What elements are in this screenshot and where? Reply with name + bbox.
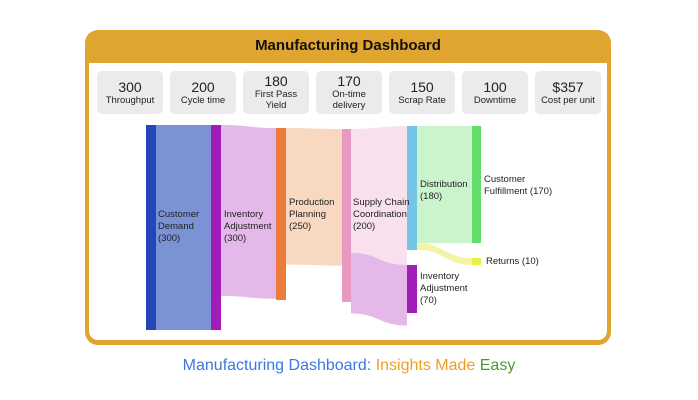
- node-label-line: Adjustment: [420, 283, 468, 294]
- caption-part-1: Manufacturing Dashboard:: [182, 357, 372, 374]
- kpi-label: On-time delivery: [332, 89, 366, 111]
- node-cd: [146, 125, 156, 330]
- node-label-line: Coordination: [353, 209, 407, 220]
- kpi-label: Downtime: [473, 94, 517, 106]
- caption: Manufacturing Dashboard: Insights Made E…: [0, 357, 698, 375]
- node-label-line: Supply Chain: [353, 197, 410, 208]
- node-label-line: (300): [158, 233, 181, 244]
- node-label-line: (250): [289, 221, 312, 232]
- node-label-line: Demand: [158, 221, 194, 232]
- link-scc-dist: [351, 126, 407, 285]
- link-dist-ret: [417, 243, 472, 265]
- node-label-line: Inventory: [420, 271, 460, 282]
- kpi-value: $357: [552, 78, 584, 95]
- kpi-label: First Pass Yield: [254, 89, 298, 111]
- kpi-value: 200: [191, 78, 215, 95]
- caption-part-2: Insights Made: [375, 357, 476, 374]
- link-scc-ia2: [351, 253, 407, 326]
- node-pp: [276, 128, 286, 300]
- node-label-line: Adjustment: [224, 221, 272, 232]
- node-label-line: Production: [289, 197, 335, 208]
- node-label-line: Customer: [158, 209, 200, 220]
- node-label-line: Customer: [484, 174, 526, 185]
- kpi-label: Cycle time: [180, 94, 226, 106]
- node-dist: [407, 126, 417, 250]
- kpi-value: 180: [264, 73, 288, 89]
- link-dist-cf: [417, 126, 472, 244]
- kpi-label: Cost per unit: [541, 94, 595, 106]
- kpi-label: Throughput: [105, 94, 155, 106]
- node-label-line: Distribution: [420, 179, 468, 190]
- node-ia2: [407, 265, 417, 313]
- node-label-dist: Distribution(180): [420, 179, 468, 203]
- link-ia-pp: [221, 125, 276, 299]
- node-label-line: Planning: [289, 209, 326, 220]
- node-cf: [472, 126, 481, 243]
- node-ret: [472, 258, 481, 265]
- node-ia: [211, 125, 221, 330]
- node-scc: [342, 129, 351, 302]
- node-label-line: (200): [353, 221, 376, 232]
- node-label-line: Inventory: [224, 209, 264, 220]
- link-pp-scc: [286, 128, 342, 266]
- link-cd-ia: [156, 125, 211, 330]
- kpi-value: 150: [410, 78, 434, 95]
- kpi-label: Scrap Rate: [398, 94, 446, 106]
- dashboard-title: Manufacturing Dashboard: [255, 37, 441, 54]
- node-label-line: Returns (10): [486, 256, 539, 267]
- node-label-line: (300): [224, 233, 247, 244]
- kpi-value: 100: [483, 78, 507, 95]
- kpi-value: 300: [118, 78, 142, 95]
- node-label-line: Fulfillment (170): [484, 186, 553, 197]
- kpi-value: 170: [337, 73, 361, 89]
- node-label-line: (70): [420, 295, 437, 306]
- node-label-line: (180): [420, 191, 443, 202]
- node-label-ret: Returns (10): [486, 256, 539, 268]
- caption-part-3: Easy: [479, 357, 516, 374]
